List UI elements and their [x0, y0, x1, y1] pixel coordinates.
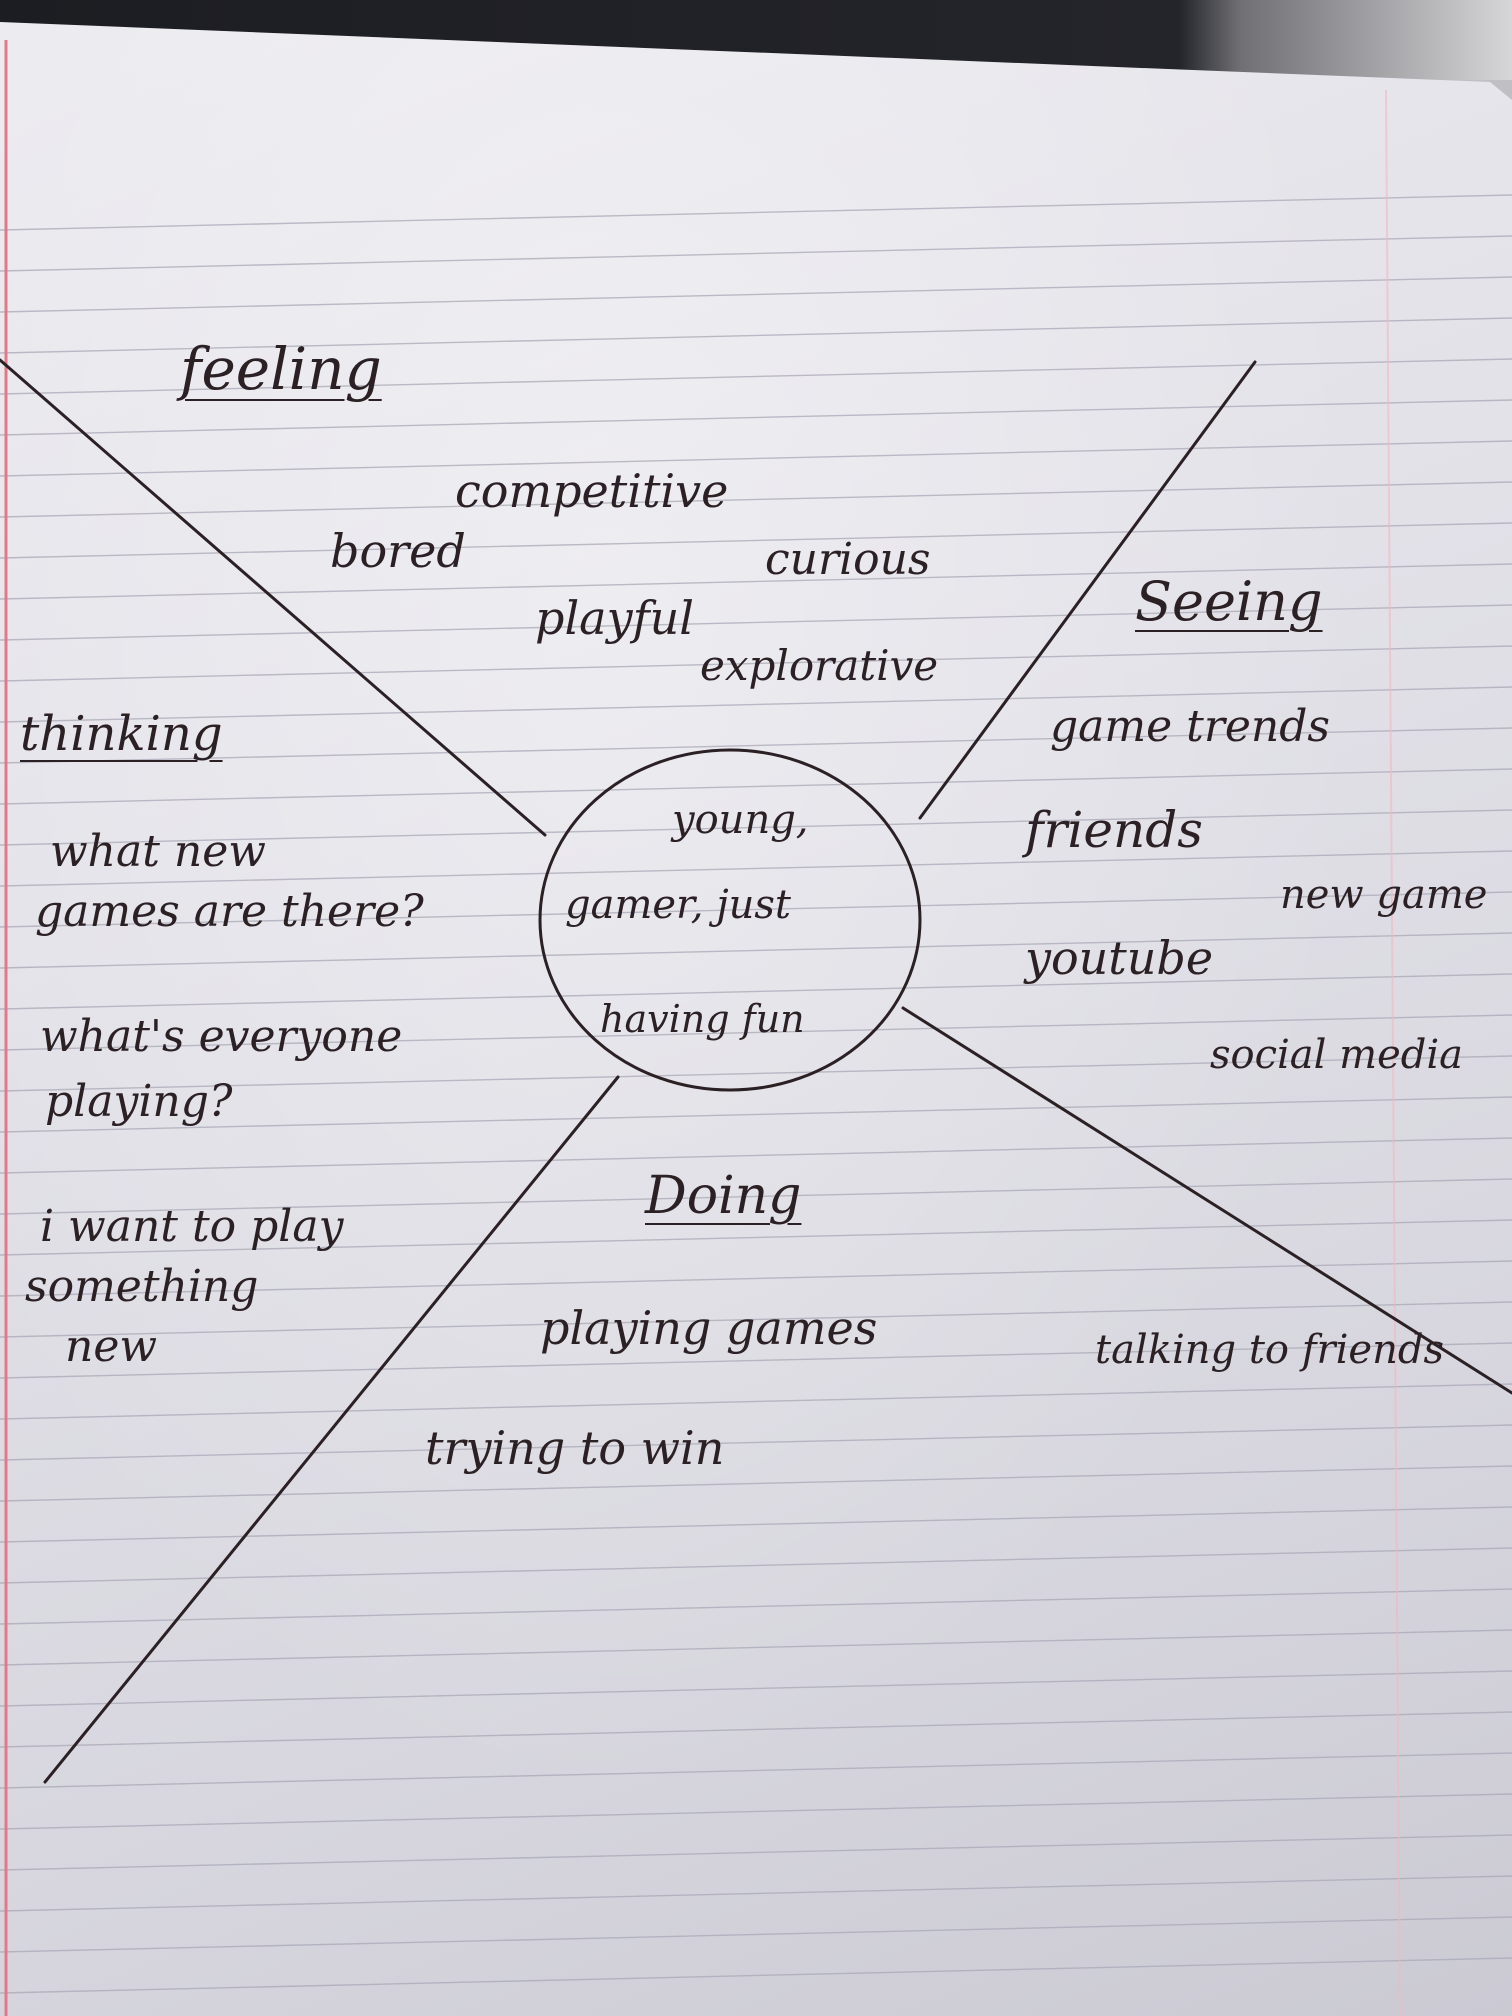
seeing-item-youtube: youtube: [1025, 931, 1214, 985]
feeling-heading: feeling: [180, 335, 382, 403]
ruled-line: [0, 276, 1512, 313]
ruled-line: [0, 522, 1512, 559]
ruled-line: [0, 1424, 1512, 1461]
ruled-line: [0, 399, 1512, 436]
thinking-item-whats-everyone: what's everyone: [40, 1011, 403, 1062]
ruled-line: [0, 1219, 1512, 1256]
ruled-line: [0, 809, 1512, 846]
ruled-line: [0, 1957, 1512, 1994]
ruled-line: [0, 1875, 1512, 1912]
ruled-line: [0, 1260, 1512, 1297]
ruled-line: [0, 1711, 1512, 1748]
thinking-item-something: something: [25, 1261, 259, 1312]
ruled-line: [0, 1506, 1512, 1543]
ruled-line: [0, 1793, 1512, 1830]
feeling-item-explorative: explorative: [700, 641, 939, 690]
thinking-item-what-new: what new: [50, 826, 266, 877]
ruled-line: [0, 768, 1512, 805]
thinking-item-i-want-to-play: i want to play: [40, 1201, 344, 1252]
ruled-line: [0, 563, 1512, 600]
ruled-line: [0, 1178, 1512, 1215]
ruled-line: [0, 1834, 1512, 1871]
center-line-1: young,: [672, 797, 809, 843]
ruled-line: [0, 1588, 1512, 1625]
ruled-line: [0, 1383, 1512, 1420]
thinking-item-games-are-there: games are there?: [35, 886, 424, 937]
thinking-item-playing: playing?: [45, 1076, 233, 1127]
divider-upper-right: [918, 360, 1257, 820]
seeing-item-new-game: new game: [1280, 872, 1488, 918]
ruled-line: [0, 1137, 1512, 1174]
ruled-line: [0, 440, 1512, 477]
feeling-item-playful: playful: [535, 591, 694, 645]
ruled-line: [0, 1014, 1512, 1051]
margin-line-right: [1385, 89, 1401, 2016]
ruled-line: [0, 1301, 1512, 1338]
seeing-heading: Seeing: [1135, 570, 1323, 633]
ruled-line: [0, 1752, 1512, 1789]
ruled-line: [0, 1465, 1512, 1502]
ruled-line: [0, 1096, 1512, 1133]
ruled-line: [0, 850, 1512, 887]
ruled-line: [0, 481, 1512, 518]
ruled-line: [0, 645, 1512, 682]
ruled-line: [0, 1670, 1512, 1707]
center-line-2: gamer, just: [565, 882, 791, 928]
ruled-line: [0, 1916, 1512, 1953]
thinking-heading: thinking: [20, 706, 223, 762]
thinking-item-new: new: [65, 1321, 158, 1372]
ruled-line: [0, 1629, 1512, 1666]
doing-item-trying-to-win: trying to win: [425, 1421, 725, 1475]
ruled-line: [0, 1547, 1512, 1584]
seeing-item-friends: friends: [1025, 801, 1203, 859]
ruled-line: [0, 1342, 1512, 1379]
ruled-line: [0, 235, 1512, 272]
feeling-item-curious: curious: [765, 534, 931, 585]
center-circle: [538, 748, 922, 1092]
ruled-line: [0, 891, 1512, 928]
doing-item-playing-games: playing games: [540, 1301, 878, 1355]
center-line-3: having fun: [600, 997, 805, 1041]
ruled-line: [0, 727, 1512, 764]
seeing-item-social-media: social media: [1210, 1032, 1464, 1078]
ruled-line: [0, 932, 1512, 969]
seeing-item-game-trends: game trends: [1050, 701, 1330, 752]
doing-heading: Doing: [645, 1166, 802, 1226]
ruled-line: [0, 686, 1512, 723]
ruled-line: [0, 604, 1512, 641]
divider-lower-left: [43, 1075, 620, 1784]
divider-lower-right: [901, 1006, 1512, 1395]
ruled-line: [0, 973, 1512, 1010]
ruled-line: [0, 194, 1512, 231]
ruled-line: [0, 358, 1512, 395]
feeling-item-bored: bored: [330, 524, 466, 578]
ruled-line: [0, 317, 1512, 354]
ruled-line: [0, 1055, 1512, 1092]
doing-item-talking-to-friends: talking to friends: [1095, 1327, 1444, 1373]
feeling-item-competitive: competitive: [455, 464, 729, 518]
divider-upper-left: [0, 358, 547, 837]
